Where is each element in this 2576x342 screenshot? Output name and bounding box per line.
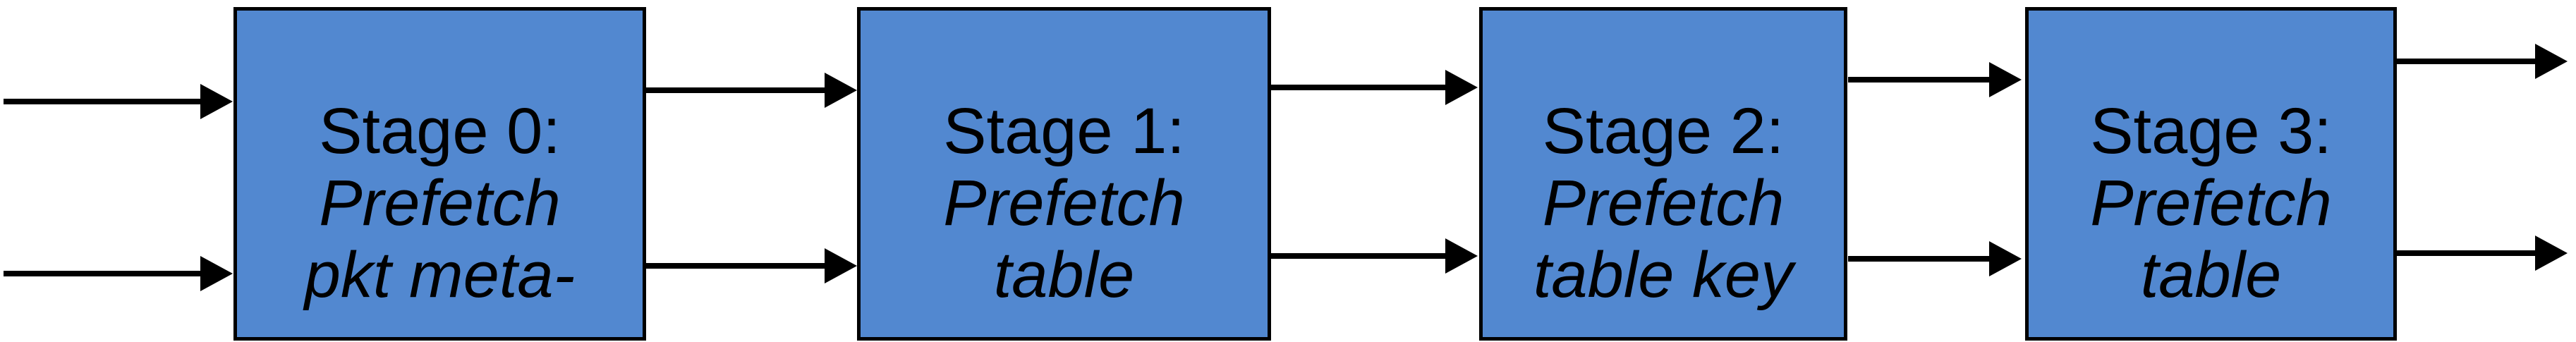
arrow-s0-s1-top	[646, 87, 825, 93]
stage-box-3: Stage 3: Prefetch table	[2025, 7, 2397, 341]
stage-title: Stage 1:	[943, 95, 1185, 167]
arrow-input-top	[4, 99, 200, 104]
stage-subtitle-line: Prefetch	[319, 167, 561, 239]
stage-subtitle-line: Prefetch	[943, 167, 1185, 239]
stage-box-1: Stage 1: Prefetch table	[857, 7, 1271, 341]
arrow-input-bottom	[4, 271, 200, 276]
arrow-s1-s2-bottom	[1271, 253, 1445, 259]
stage-box-2: Stage 2: Prefetch table key	[1479, 7, 1847, 341]
stage-title: Stage 0:	[319, 95, 561, 167]
stage-subtitle-line: table	[993, 239, 1135, 311]
arrow-output-bottom	[2397, 250, 2535, 256]
arrow-s2-s3-bottom	[1848, 256, 1989, 262]
stage-subtitle-line: table key	[1533, 239, 1794, 311]
stage-title: Stage 3:	[2090, 95, 2332, 167]
stage-subtitle-line: pkt meta-	[304, 239, 576, 311]
stage-title: Stage 2:	[1542, 95, 1785, 167]
stage-subtitle-line: table	[2140, 239, 2282, 311]
arrow-s2-s3-top	[1848, 77, 1989, 83]
stage-box-0: Stage 0: Prefetch pkt meta-	[233, 7, 646, 341]
arrow-s0-s1-bottom	[646, 263, 825, 269]
arrow-output-top	[2397, 59, 2535, 64]
stage-subtitle-line: Prefetch	[1542, 167, 1785, 239]
arrow-s1-s2-top	[1271, 85, 1445, 90]
stage-subtitle-line: Prefetch	[2090, 167, 2332, 239]
